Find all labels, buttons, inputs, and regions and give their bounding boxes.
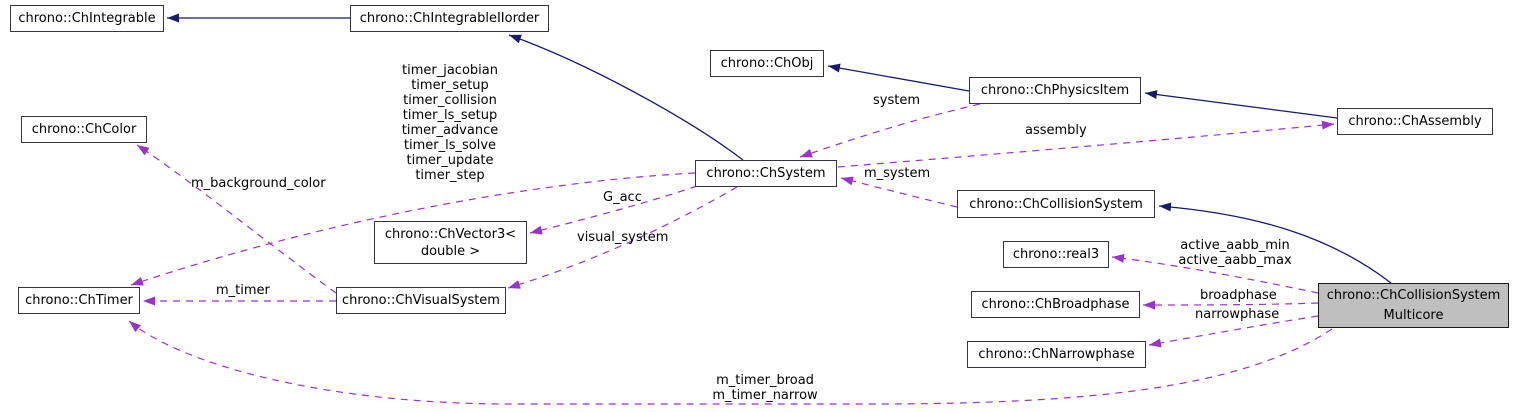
node-label: chrono::ChIntegrableIIorder (359, 11, 540, 26)
edge-usage-system (799, 103, 981, 158)
edge-inherit-assembly-physicsitem (1144, 90, 1338, 119)
edge-inherit-physicsitem-obj (827, 63, 970, 92)
edge-usage-active-aabb (1111, 253, 1319, 294)
node-label: chrono::real3 (1012, 247, 1100, 262)
edge-label-m-timer-broad-narrow: m_timer_broad m_timer_narrow (712, 373, 818, 403)
edge-label-system: system (873, 93, 920, 108)
node-chcollisionsystemmulticore-focus: chrono::ChCollisionSystem Multicore (1318, 283, 1509, 328)
node-label-line1: chrono::ChCollisionSystem (1326, 287, 1501, 303)
node-label: chrono::ChAssembly (1348, 114, 1482, 129)
node-label-line2: Multicore (1383, 307, 1444, 323)
node-chobj[interactable]: chrono::ChObj (710, 50, 824, 77)
node-chvector3-double[interactable]: chrono::ChVector3< double > (374, 221, 527, 264)
edge-label-m-timer: m_timer (216, 283, 270, 298)
node-label: chrono::ChNarrowphase (978, 347, 1135, 362)
edge-usage-m-timer-broad-narrow (128, 320, 1333, 405)
edge-usage-g-acc (529, 185, 698, 235)
node-chassembly[interactable]: chrono::ChAssembly (1337, 108, 1493, 135)
edge-label-assembly: assembly (1025, 123, 1087, 138)
node-label: chrono::ChPhysicsItem (980, 83, 1130, 98)
node-chbroadphase[interactable]: chrono::ChBroadphase (971, 291, 1140, 318)
node-chphysicsitem[interactable]: chrono::ChPhysicsItem (969, 77, 1141, 104)
node-chsystem[interactable]: chrono::ChSystem (695, 160, 837, 187)
node-label-line1: chrono::ChVector3< (384, 226, 517, 242)
edge-label-visual-system: visual_system (577, 230, 669, 245)
edge-usage-m-background-color (136, 144, 337, 294)
node-chnarrowphase[interactable]: chrono::ChNarrowphase (967, 341, 1146, 368)
node-label: chrono::ChCollisionSystem (969, 196, 1143, 212)
edge-usage-broadphase (1142, 300, 1319, 310)
node-label: chrono::ChBroadphase (981, 297, 1130, 312)
edge-usage-m-system (840, 176, 958, 208)
edge-inherit-system-integrableiiorder (508, 34, 744, 161)
node-real3[interactable]: chrono::real3 (1003, 241, 1109, 268)
edge-usage-assembly (837, 120, 1335, 168)
node-chcolor[interactable]: chrono::ChColor (21, 116, 147, 143)
node-chtimer[interactable]: chrono::ChTimer (18, 287, 140, 314)
edge-label-broadphase: broadphase (1200, 288, 1277, 303)
node-label: chrono::ChColor (31, 122, 137, 137)
edge-label-narrowphase: narrowphase (1195, 307, 1280, 322)
node-chvisualsystem[interactable]: chrono::ChVisualSystem (336, 287, 506, 314)
node-label: chrono::ChObj (720, 56, 814, 71)
edge-label-g-acc: G_acc (603, 190, 642, 205)
edge-label-timers: timer_jacobian timer_setup timer_collisi… (401, 63, 499, 183)
node-label: chrono::ChTimer (25, 293, 133, 308)
node-label-line2: double > (420, 243, 481, 259)
edge-inherit-multicore-collisionsystem (1158, 202, 1392, 284)
edge-label-m-system: m_system (864, 166, 931, 181)
node-chintegrable[interactable]: chrono::ChIntegrable (10, 5, 164, 32)
node-label: chrono::ChSystem (706, 166, 826, 181)
edge-usage-timers (130, 172, 696, 286)
edge-label-active-aabb: active_aabb_min active_aabb_max (1178, 238, 1292, 268)
node-label: chrono::ChIntegrable (18, 11, 156, 26)
edge-label-m-background-color: m_background_color (191, 176, 326, 191)
node-chcollisionsystem[interactable]: chrono::ChCollisionSystem (957, 190, 1155, 218)
node-label: chrono::ChVisualSystem (342, 293, 500, 308)
node-chintegrableiiorder[interactable]: chrono::ChIntegrableIIorder (350, 5, 549, 32)
